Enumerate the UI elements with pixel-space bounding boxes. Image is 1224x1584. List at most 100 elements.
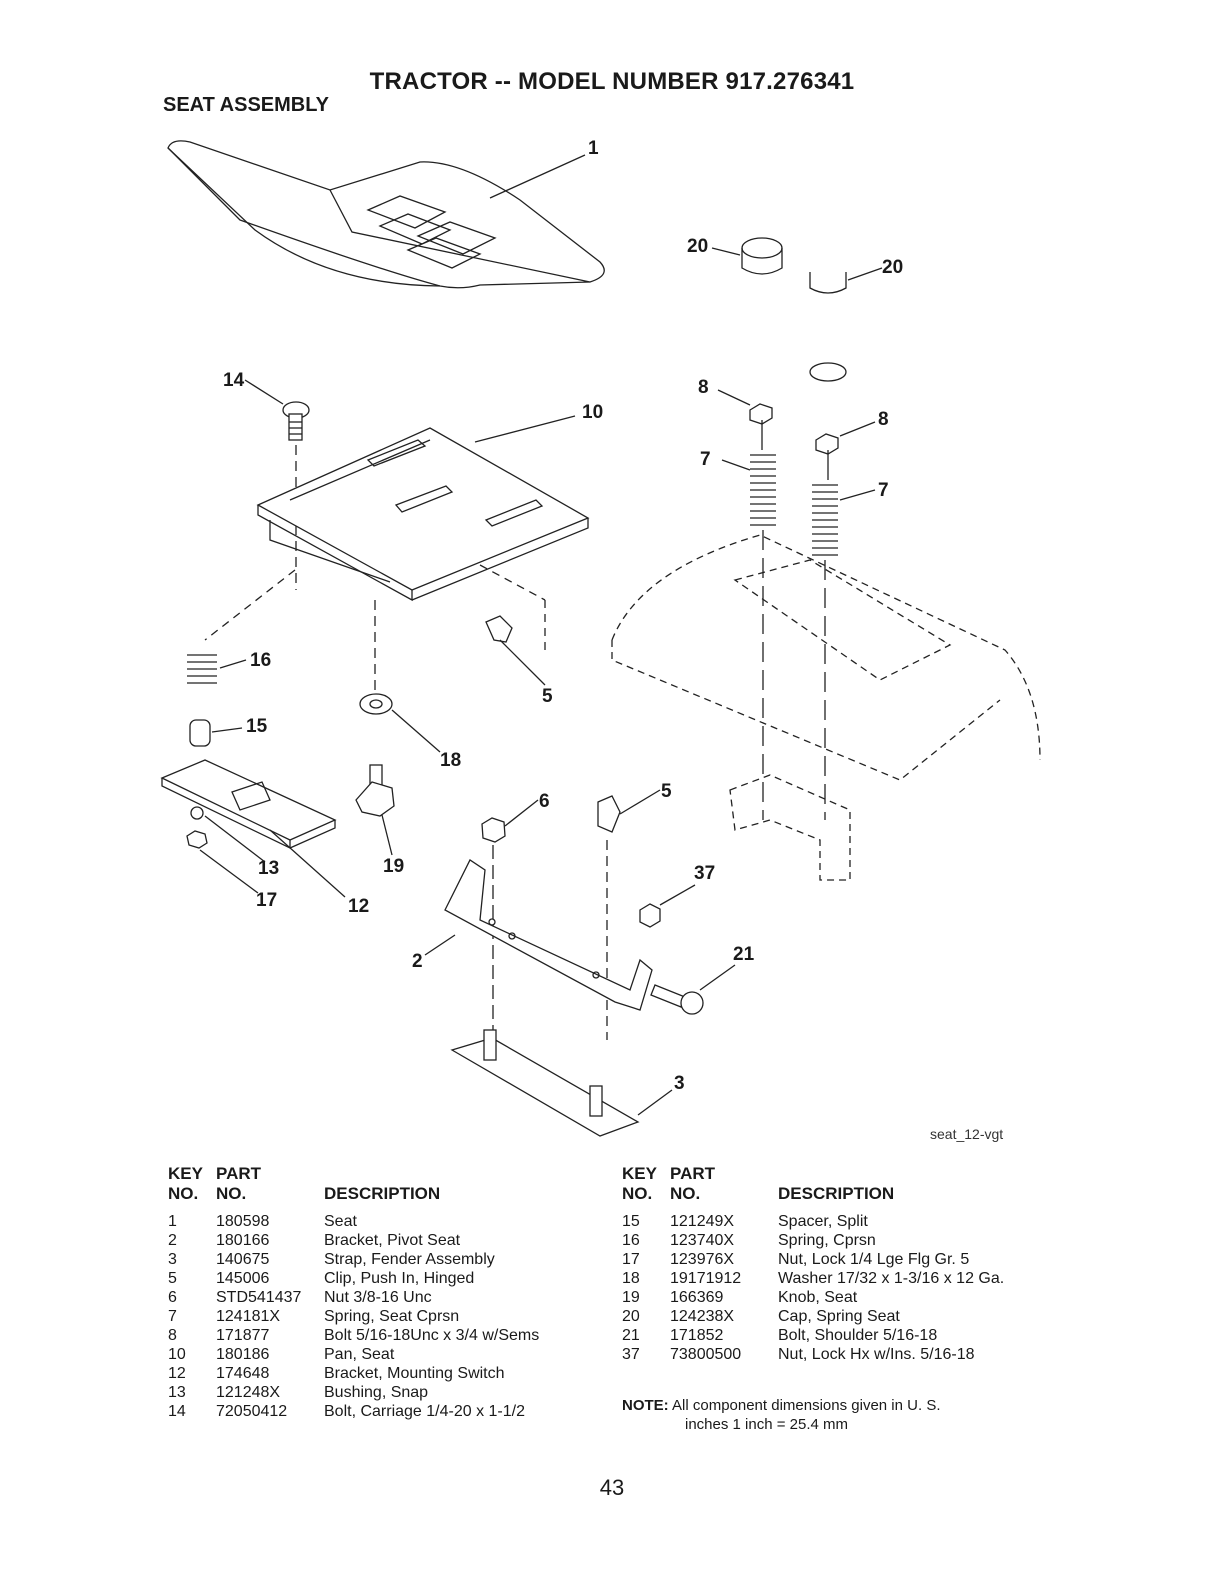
table-row: 6 STD541437 Nut 3/8-16 Unc <box>168 1288 539 1307</box>
part-description: Bolt, Shoulder 5/16-18 <box>778 1327 938 1344</box>
callout-7-left: 7 <box>700 449 711 470</box>
key-header-bottom: NO. <box>622 1184 653 1203</box>
callout-17: 17 <box>256 890 278 911</box>
seat-pan-part <box>204 415 590 690</box>
part-description: Bolt, Carriage 1/4-20 x 1-1/2 <box>324 1403 525 1420</box>
spring-cap-part-20 <box>711 237 883 382</box>
callout-16: 16 <box>250 650 272 671</box>
callout-14: 14 <box>223 370 245 391</box>
seat-spring-part-7 <box>721 454 876 820</box>
part-number: 121248X <box>216 1384 281 1401</box>
callout-37: 37 <box>694 863 716 884</box>
callout-21: 21 <box>733 944 755 965</box>
table-row: 2 180166 Bracket, Pivot Seat <box>168 1231 539 1250</box>
part-number: 180166 <box>216 1232 270 1249</box>
lock-nut-part-37 <box>639 884 696 928</box>
exploded-parts-diagram <box>160 140 1041 1137</box>
key-number: 3 <box>168 1251 177 1268</box>
callout-3: 3 <box>674 1073 685 1094</box>
part-number: 123740X <box>670 1232 735 1249</box>
bushing-nut-part <box>186 806 266 894</box>
callout-13: 13 <box>258 858 280 879</box>
table-row: 21 171852 Bolt, Shoulder 5/16-18 <box>622 1326 1004 1345</box>
part-number: 171877 <box>216 1327 270 1344</box>
part-header-bottom: NO. <box>670 1184 701 1203</box>
key-number: 10 <box>168 1346 186 1363</box>
push-clip-part <box>479 564 546 686</box>
part-description: Spacer, Split <box>778 1213 868 1230</box>
table-row: 14 72050412 Bolt, Carriage 1/4-20 x 1-1/2 <box>168 1402 539 1421</box>
fender-strap-part <box>450 1029 673 1137</box>
note-line-2: inches 1 inch = 25.4 mm <box>685 1416 849 1433</box>
key-number: 14 <box>168 1403 186 1420</box>
part-number: 180186 <box>216 1346 270 1363</box>
key-number: 13 <box>168 1384 186 1401</box>
callout-8-right: 8 <box>878 409 889 430</box>
part-number: 19171912 <box>670 1270 742 1287</box>
part-description: Strap, Fender Assembly <box>324 1251 495 1268</box>
part-description: Spring, Seat Cprsn <box>324 1308 460 1325</box>
note-line-1: All component dimensions given in U. S. <box>672 1397 941 1414</box>
part-description: Seat <box>324 1213 357 1230</box>
key-number: 17 <box>622 1251 640 1268</box>
callout-2: 2 <box>412 951 423 972</box>
part-description: Nut 3/8-16 Unc <box>324 1289 432 1306</box>
diagram-credit: seat_12-vgt <box>930 1126 1004 1142</box>
part-number: 121249X <box>670 1213 735 1230</box>
callout-1: 1 <box>588 138 599 159</box>
key-header-bottom: NO. <box>168 1184 199 1203</box>
shoulder-bolt-part-21 <box>650 964 736 1015</box>
part-description: Clip, Push In, Hinged <box>324 1270 475 1287</box>
key-number: 2 <box>168 1232 177 1249</box>
knob-part-19 <box>355 764 395 856</box>
key-number: 18 <box>622 1270 640 1287</box>
spacer-part-15 <box>189 719 243 747</box>
callout-10: 10 <box>582 402 604 423</box>
description-header: DESCRIPTION <box>324 1184 441 1203</box>
part-description: Bolt 5/16-18Unc x 3/4 w/Sems <box>324 1327 540 1344</box>
carriage-bolt-part <box>244 379 310 590</box>
part-number: 124238X <box>670 1308 735 1325</box>
dimension-note: NOTE: All component dimensions given in … <box>622 1396 941 1434</box>
key-number: 6 <box>168 1289 177 1306</box>
callout-8-left: 8 <box>698 377 709 398</box>
part-header-bottom: NO. <box>216 1184 247 1203</box>
key-number: 7 <box>168 1308 177 1325</box>
part-number: 166369 <box>670 1289 724 1306</box>
callout-20-left: 20 <box>687 236 709 257</box>
callout-18: 18 <box>440 750 462 771</box>
part-number: 140675 <box>216 1251 270 1268</box>
key-number: 20 <box>622 1308 640 1325</box>
fender-outline <box>611 534 1041 881</box>
desc-header-spacer <box>324 1164 539 1184</box>
part-number: 145006 <box>216 1270 270 1287</box>
part-description: Nut, Lock Hx w/Ins. 5/16-18 <box>778 1346 975 1363</box>
key-number: 21 <box>622 1327 640 1344</box>
key-number: 16 <box>622 1232 640 1249</box>
part-number: 73800500 <box>670 1346 742 1363</box>
part-description: Bracket, Mounting Switch <box>324 1365 505 1382</box>
bolt-part-8 <box>717 389 876 480</box>
callout-20-right: 20 <box>882 257 904 278</box>
callout-15: 15 <box>246 716 268 737</box>
part-description: Bracket, Pivot Seat <box>324 1232 461 1249</box>
part-description: Spring, Cprsn <box>778 1232 876 1249</box>
part-description: Nut, Lock 1/4 Lge Flg Gr. 5 <box>778 1251 970 1268</box>
part-number: 171852 <box>670 1327 724 1344</box>
section-title: SEAT ASSEMBLY <box>163 94 329 116</box>
description-header: DESCRIPTION <box>778 1184 895 1203</box>
part-number: 72050412 <box>216 1403 288 1420</box>
washer-part-18 <box>359 693 441 753</box>
part-number: STD541437 <box>216 1289 302 1306</box>
